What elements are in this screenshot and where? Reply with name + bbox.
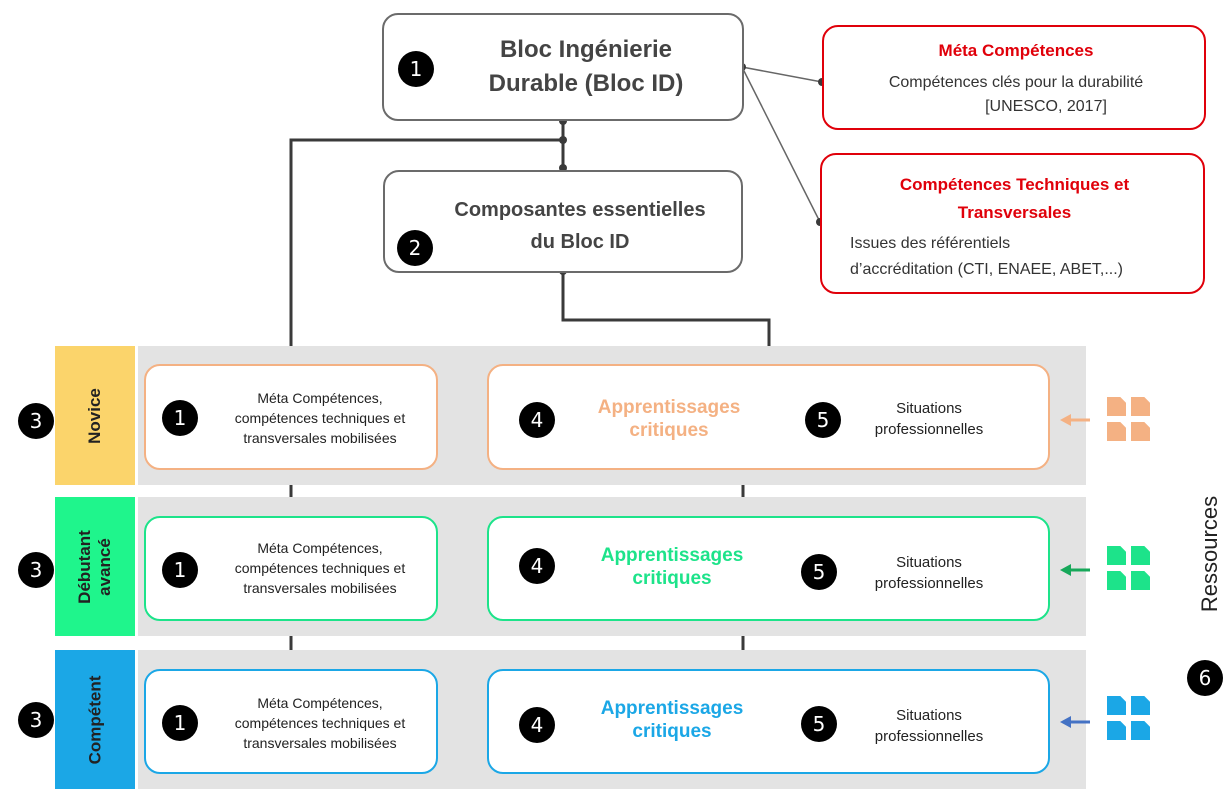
debutant-learning-box: 4 Apprentissages critiques 5 Situations … <box>487 516 1050 621</box>
novice-documents-icon <box>1107 397 1153 445</box>
debutant-learning-text: Apprentissages critiques <box>567 544 777 590</box>
novice-situations-line2: professionnelles <box>874 421 984 438</box>
novice-learning-number: 4 <box>519 402 555 438</box>
novice-situations-line1: Situations <box>896 400 962 417</box>
debutant-learning-line1: Apprentissages <box>600 545 744 566</box>
competent-situations-line2: professionnelles <box>874 728 984 745</box>
competent-skills-line1: Méta Compétences, <box>257 695 383 711</box>
competent-learning-box: 4 Apprentissages critiques 5 Situations … <box>487 669 1050 774</box>
meta-description: Compétences clés pour la durabilité [UNE… <box>824 71 1208 119</box>
competent-skills-number: 1 <box>162 705 198 741</box>
novice-level-number: 3 <box>18 403 54 439</box>
novice-learning-box: 4 Apprentissages critiques 5 Situations … <box>487 364 1050 470</box>
resources-label: Ressources <box>1197 495 1222 613</box>
debutant-level-number: 3 <box>18 552 54 588</box>
techniques-title-line1: Compétences Techniques et <box>899 175 1130 194</box>
composantes-box: 2 Composantes essentielles du Bloc ID <box>383 170 743 273</box>
competent-learning-line1: Apprentissages <box>600 698 744 719</box>
competent-skills-line2: compétences techniques et <box>234 715 406 731</box>
novice-learning-line1: Apprentissages <box>597 397 741 418</box>
novice-label-block: Novice <box>55 346 135 485</box>
debutant-skills-line3: transversales mobilisées <box>243 580 397 596</box>
competent-skills-line3: transversales mobilisées <box>243 735 397 751</box>
novice-skills-line2: compétences techniques et <box>234 410 406 426</box>
bloc-id-title-line2: Durable (Bloc ID) <box>488 70 684 97</box>
techniques-line1: Issues des référentiels <box>850 235 1011 252</box>
composantes-title-line2: du Bloc ID <box>530 231 630 253</box>
techniques-description: Issues des référentiels d’accréditation … <box>850 231 1205 283</box>
debutant-documents-icon <box>1107 546 1153 594</box>
novice-learning-line2: critiques <box>629 420 709 441</box>
techniques-title-line2: Transversales <box>957 203 1072 222</box>
novice-situations-text: Situations professionnelles <box>859 398 999 440</box>
bloc-id-number: 1 <box>398 51 434 87</box>
composantes-title: Composantes essentielles du Bloc ID <box>425 194 735 258</box>
novice-skills-line3: transversales mobilisées <box>243 430 397 446</box>
debutant-skills-box: 1 Méta Compétences, compétences techniqu… <box>144 516 438 621</box>
debutant-situations-line1: Situations <box>896 554 962 571</box>
debutant-situations-text: Situations professionnelles <box>859 552 999 594</box>
bloc-id-box: 1 Bloc Ingénierie Durable (Bloc ID) <box>382 13 744 121</box>
competent-learning-text: Apprentissages critiques <box>567 697 777 743</box>
novice-situations-number: 5 <box>805 402 841 438</box>
debutant-skills-number: 1 <box>162 552 198 588</box>
novice-skills-line1: Méta Compétences, <box>257 390 383 406</box>
resources-number: 6 <box>1187 660 1223 696</box>
composantes-number: 2 <box>397 230 433 266</box>
competent-skills-text: Méta Compétences, compétences techniques… <box>204 693 436 753</box>
novice-learning-text: Apprentissages critiques <box>569 396 769 442</box>
debutant-skills-line2: compétences techniques et <box>234 560 406 576</box>
competent-situations-line1: Situations <box>896 707 962 724</box>
competent-level-number: 3 <box>18 702 54 738</box>
bloc-id-title-line1: Bloc Ingénierie <box>499 36 673 63</box>
debutant-skills-text: Méta Compétences, compétences techniques… <box>204 538 436 598</box>
competent-learning-number: 4 <box>519 707 555 743</box>
novice-skills-text: Méta Compétences, compétences techniques… <box>204 388 436 448</box>
competent-learning-line2: critiques <box>632 721 712 742</box>
debutant-situations-number: 5 <box>801 554 837 590</box>
debutant-situations-line2: professionnelles <box>874 575 984 592</box>
meta-competences-box: Méta Compétences Compétences clés pour l… <box>822 25 1206 130</box>
debutant-label-block: Débutant avancé <box>55 497 135 636</box>
novice-skills-box: 1 Méta Compétences, compétences techniqu… <box>144 364 438 470</box>
techniques-box: Compétences Techniques et Transversales … <box>820 153 1205 294</box>
techniques-line2: d’accréditation (CTI, ENAEE, ABET,...) <box>850 261 1123 278</box>
debutant-learning-number: 4 <box>519 548 555 584</box>
competent-label-block: Compétent <box>55 650 135 789</box>
competent-skills-box: 1 Méta Compétences, compétences techniqu… <box>144 669 438 774</box>
competent-situations-number: 5 <box>801 706 837 742</box>
competent-arrowhead-icon <box>1060 716 1071 728</box>
competent-situations-text: Situations professionnelles <box>859 705 999 747</box>
meta-line2: [UNESCO, 2017] <box>985 98 1107 115</box>
resources-label-block: Ressources <box>1150 496 1230 612</box>
meta-title: Méta Compétences <box>938 41 1094 60</box>
debutant-arrowhead-icon <box>1060 564 1071 576</box>
composantes-title-line1: Composantes essentielles <box>454 199 706 221</box>
debutant-skills-line1: Méta Compétences, <box>257 540 383 556</box>
meta-line1: Compétences clés pour la durabilité <box>888 74 1144 91</box>
novice-arrowhead-icon <box>1060 414 1071 426</box>
bloc-id-title: Bloc Ingénierie Durable (Bloc ID) <box>436 33 736 101</box>
novice-skills-number: 1 <box>162 400 198 436</box>
techniques-title: Compétences Techniques et Transversales <box>822 171 1207 227</box>
debutant-learning-line2: critiques <box>632 568 712 589</box>
competent-documents-icon <box>1107 696 1153 744</box>
